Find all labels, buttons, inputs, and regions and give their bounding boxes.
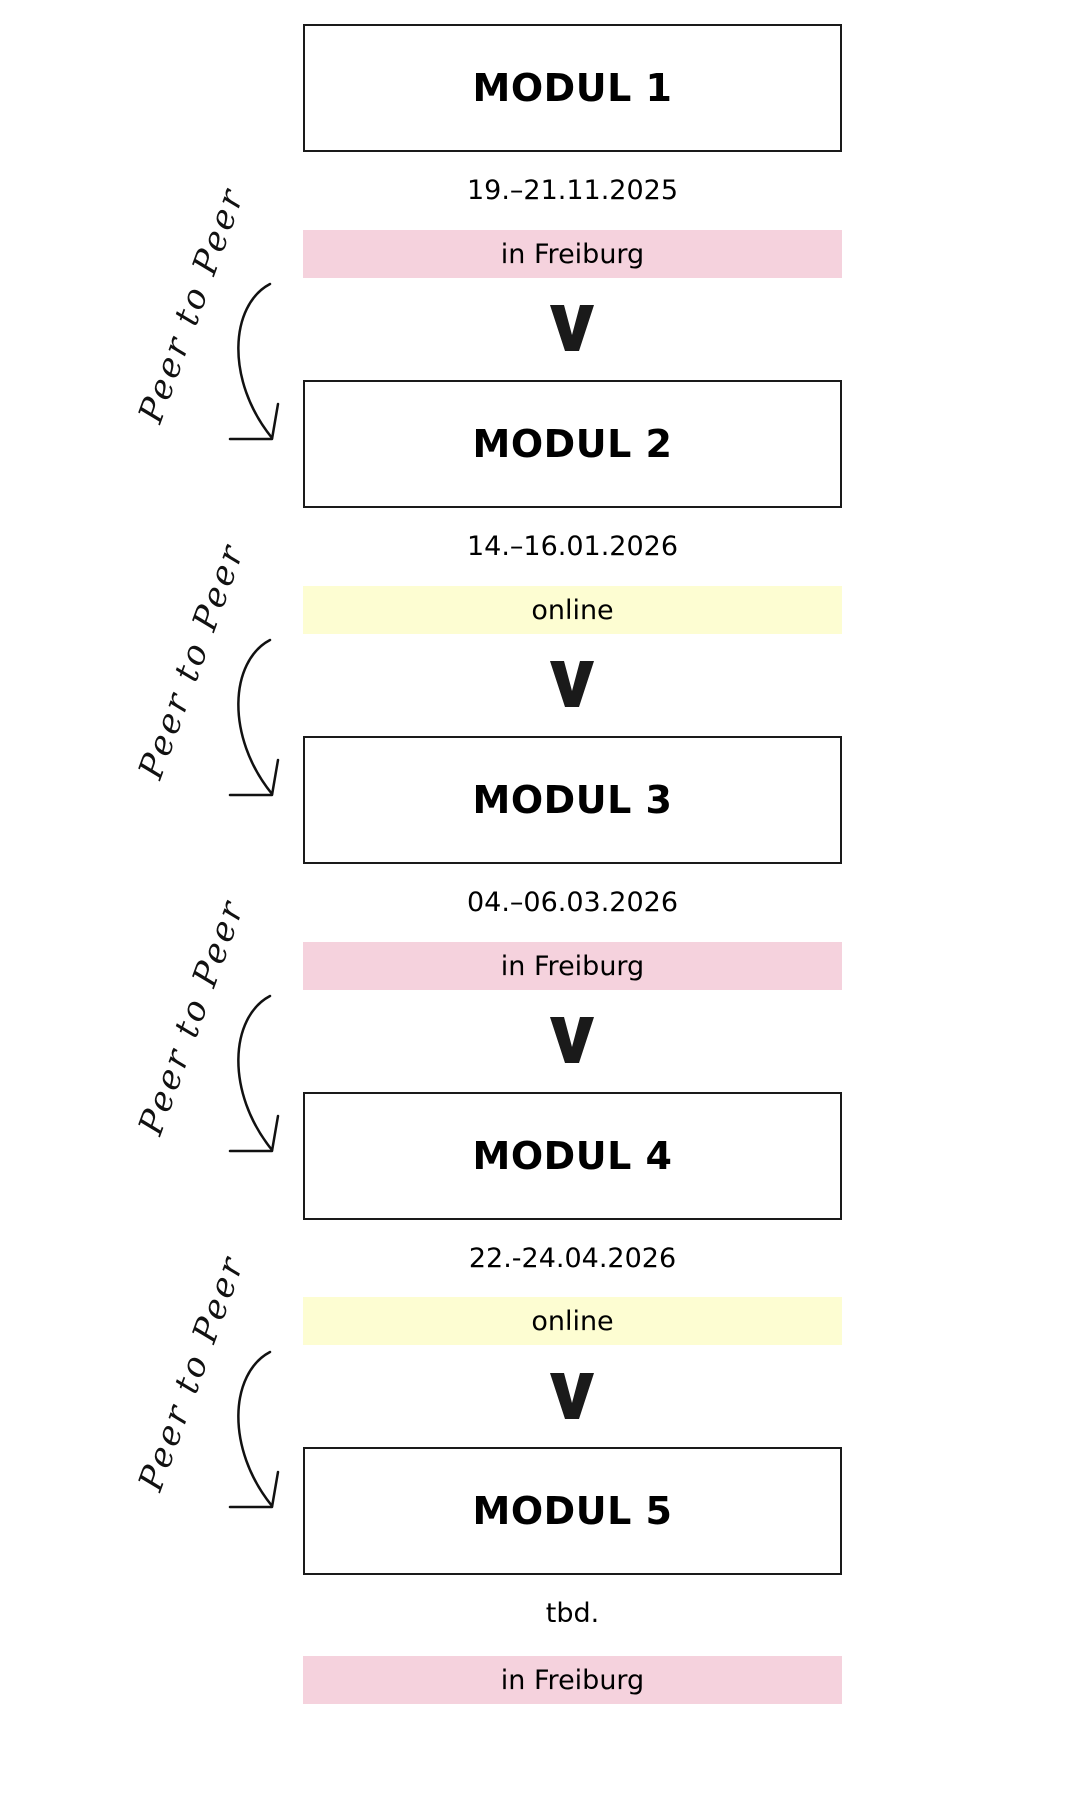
module-title: MODUL 4 — [472, 1134, 673, 1178]
module-title: MODUL 2 — [472, 422, 673, 466]
module-date: tbd. — [545, 1598, 600, 1629]
location-band: online — [303, 586, 842, 634]
curved-arrow-icon — [237, 994, 274, 1152]
chevron-down-icon — [532, 659, 612, 709]
chevron-down-icon — [532, 1371, 612, 1421]
peer-to-peer-annotation: Peer to Peer — [130, 894, 290, 1153]
module-date: 19.–21.11.2025 — [466, 175, 679, 206]
module-box-4: MODUL 4 — [303, 1092, 842, 1220]
module-title: MODUL 1 — [472, 66, 673, 110]
location-band: in Freiburg — [303, 942, 842, 990]
module-box-2: MODUL 2 — [303, 380, 842, 508]
arrow-head-icon — [228, 402, 280, 441]
peer-to-peer-annotation: Peer to Peer — [130, 1250, 290, 1509]
peer-to-peer-label: Peer to Peer — [131, 1250, 254, 1497]
chevron-down-icon — [532, 303, 612, 353]
location-label: online — [531, 1305, 614, 1337]
module-date: 14.–16.01.2026 — [466, 531, 679, 562]
module-date: 22.-24.04.2026 — [468, 1243, 677, 1274]
curved-arrow-icon — [237, 1350, 274, 1508]
module-title: MODUL 3 — [472, 778, 673, 822]
location-label: in Freiburg — [500, 950, 645, 982]
module-box-5: MODUL 5 — [303, 1447, 842, 1575]
module-box-1: MODUL 1 — [303, 24, 842, 152]
curved-arrow-icon — [237, 638, 274, 796]
location-label: in Freiburg — [500, 238, 645, 270]
module-date: 04.–06.03.2026 — [466, 887, 679, 918]
peer-to-peer-label: Peer to Peer — [131, 182, 254, 429]
module-title: MODUL 5 — [472, 1489, 673, 1533]
location-band: in Freiburg — [303, 1656, 842, 1704]
arrow-head-icon — [228, 758, 280, 797]
peer-to-peer-label: Peer to Peer — [131, 538, 254, 785]
arrow-head-icon — [228, 1470, 280, 1509]
peer-to-peer-label: Peer to Peer — [131, 894, 254, 1141]
arrow-head-icon — [228, 1114, 280, 1153]
module-box-3: MODUL 3 — [303, 736, 842, 864]
location-label: in Freiburg — [500, 1664, 645, 1696]
curved-arrow-icon — [237, 282, 274, 440]
peer-to-peer-annotation: Peer to Peer — [130, 182, 290, 441]
location-band: in Freiburg — [303, 230, 842, 278]
chevron-down-icon — [532, 1015, 612, 1065]
location-band: online — [303, 1297, 842, 1345]
location-label: online — [531, 594, 614, 626]
peer-to-peer-annotation: Peer to Peer — [130, 538, 290, 797]
